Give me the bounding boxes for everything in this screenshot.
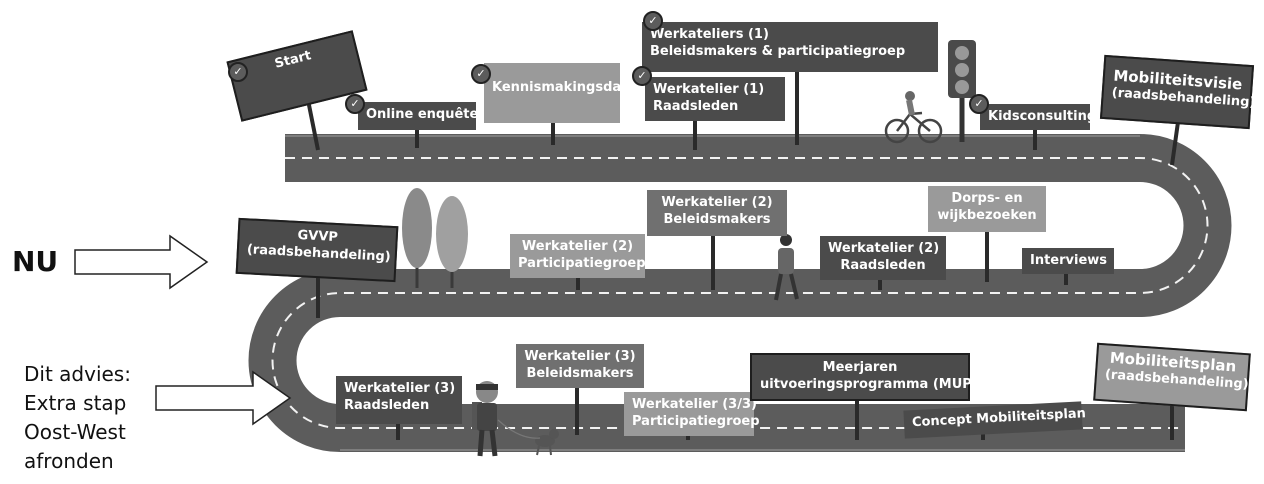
advice-line-1: Dit advies: [24, 362, 131, 386]
sign-label: Meerjaren [822, 360, 898, 375]
sign-sublabel: Raadsleden [344, 398, 430, 413]
advice-line-3: Oost-West [24, 420, 126, 444]
sign-label: Dorps- en [951, 191, 1023, 206]
sign-online-enquete: Online enquête [358, 102, 479, 130]
sign-werkatelier-3-beleidsmakers: Werkatelier (3) Beleidsmakers [516, 344, 644, 388]
check-icon: ✓ [643, 11, 663, 31]
advice-line-4: afronden [24, 449, 114, 473]
sign-label: Werkatelier (3) [344, 381, 456, 396]
sign-kennismakingsdag: Kennismakingsdag [484, 63, 631, 123]
advice-text: Dit advies: Extra stap Oost-West afronde… [24, 360, 131, 476]
sign-dorps-en-wijkbezoeken: Dorps- en wijkbezoeken [928, 186, 1046, 232]
advice-line-2: Extra stap [24, 391, 127, 415]
sign-label: Kidsconsulting [988, 109, 1097, 124]
sign-label: Werkatelier (3) [524, 349, 636, 364]
sign-werkatelier-2-beleidsmakers: Werkatelier (2) Beleidsmakers [647, 190, 787, 236]
sign-werkatelier-1-raadsleden: Werkatelier (1) Raadsleden [645, 77, 785, 121]
hiker-icon [472, 381, 498, 457]
sign-werkatelier-33-participatiegroep: Werkatelier (3/3) Participatiegroep [624, 392, 760, 436]
sign-mup: Meerjaren uitvoeringsprogramma (MUP) [750, 353, 978, 401]
sign-label: Werkatelier (3/3) [632, 397, 757, 412]
sign-werkatelier-2-participatiegroep: Werkatelier (2) Participatiegroep [510, 234, 646, 278]
now-label: NU [12, 245, 59, 278]
check-icon: ✓ [632, 66, 652, 86]
sign-sublabel: Raadsleden [840, 258, 926, 273]
check-icon: ✓ [345, 94, 365, 114]
pedestrian-icon [774, 234, 799, 301]
sign-mobiliteitsplan: Mobiliteitsplan (raadsbehandeling) [1093, 342, 1251, 412]
sign-label: Werkateliers (1) [650, 27, 769, 42]
sign-label: Werkatelier (2) [828, 241, 940, 256]
sign-interviews: Interviews [1022, 248, 1114, 274]
sign-kidsconsulting: Kidsconsulting [980, 104, 1097, 130]
sign-label: Kennismakingsdag [492, 80, 631, 95]
sign-sublabel: Beleidsmakers [663, 212, 771, 227]
check-icon: ✓ [969, 94, 989, 114]
arrow-icon [74, 234, 292, 426]
sign-werkatelier-2-raadsleden: Werkatelier (2) Raadsleden [820, 236, 946, 280]
sign-sublabel: Beleidsmakers [526, 366, 634, 381]
traffic-light-icon [948, 40, 976, 142]
tree-icon [402, 188, 468, 288]
sign-label: Interviews [1030, 253, 1108, 268]
sign-sublabel: Participatiegroep [518, 256, 646, 271]
sign-sublabel: Participatiegroep [632, 414, 760, 429]
sign-werkatelier-3-raadsleden: Werkatelier (3) Raadsleden [336, 376, 462, 424]
sign-label: Online enquête [366, 107, 479, 122]
dog-icon [497, 419, 559, 456]
sign-sublabel: Raadsleden [653, 99, 739, 114]
sign-label: Werkatelier (1) [653, 82, 765, 97]
cyclist-icon [884, 91, 943, 144]
sign-label: Werkatelier (2) [661, 195, 773, 210]
check-icon: ✓ [228, 62, 248, 82]
sign-sublabel: Beleidsmakers & participatiegroep [650, 44, 906, 59]
sign-sublabel: wijkbezoeken [937, 208, 1037, 223]
sign-werkateliers-1: Werkateliers (1) Beleidsmakers & partici… [642, 22, 938, 72]
sign-sublabel: uitvoeringsprogramma (MUP) [760, 377, 978, 392]
sign-label: Werkatelier (2) [521, 239, 634, 254]
check-icon: ✓ [471, 64, 491, 84]
sign-mobiliteitsvisie: Mobiliteitsvisie (raadsbehandeling) [1099, 54, 1256, 130]
sign-label: Concept Mobiliteitsplan [911, 406, 1087, 431]
sign-gvvp: GVVP (raadsbehandeling) [235, 217, 399, 283]
